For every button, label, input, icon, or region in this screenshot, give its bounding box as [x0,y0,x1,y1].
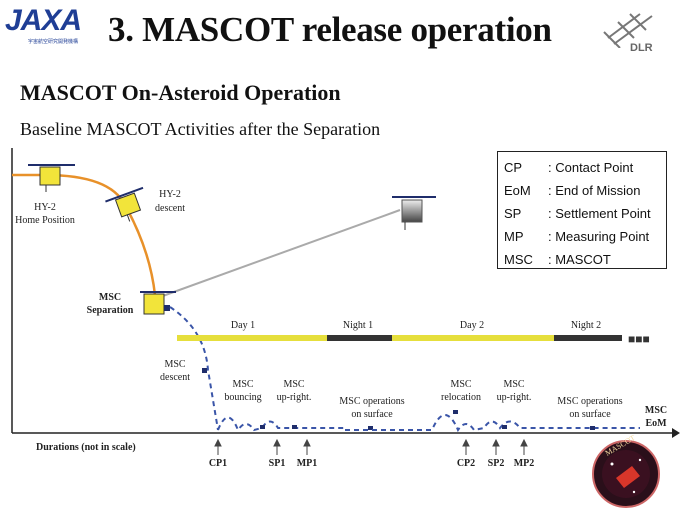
legend-key: MP [504,229,524,244]
bouncing-label-2: bouncing [224,392,261,403]
msc-sep-label-2: Separation [87,305,134,316]
mp2-label: MP2 [514,458,535,469]
hy2-descent-label-2: descent [155,203,185,214]
legend-desc: : End of Mission [548,183,641,198]
dlr-logo-icon [603,13,653,48]
cp1-label: CP1 [209,458,227,469]
night2-bar [554,335,622,341]
ops2-label-2: on surface [569,409,611,420]
time-axis-arrow [672,428,680,438]
upright1-label-1: MSC [283,379,304,390]
sp1-label: SP1 [269,458,286,469]
hy2-home-icon [28,164,75,192]
mascot-badge-icon [592,440,660,508]
legend-row: SP : Settlement Point [504,202,666,225]
legend-desc: : Contact Point [548,160,634,175]
legend-desc: : Measuring Point [548,229,650,244]
ops1-label-1: MSC operations [339,396,404,407]
hy2-home-label-1: HY-2 [34,202,56,213]
dlr-logo-text: DLR [630,42,653,54]
day2-bar [392,335,554,341]
msc-descent-label-1: MSC [164,359,185,370]
ops1-label-2: on surface [351,409,393,420]
upright1-label-2: up-right. [277,392,312,403]
day1-bar [177,335,327,341]
sp2-label: SP2 [488,458,505,469]
legend-desc: : MASCOT [548,252,611,267]
hy2-descent-label-1: HY-2 [159,189,181,200]
page-title: 3. MASCOT release operation [108,10,552,49]
hy2-far-icon [392,196,436,230]
ellipsis-text: ■■■ [628,332,650,346]
legend-row: MSC : MASCOT [504,248,666,271]
day2-label: Day 2 [460,320,484,331]
jaxa-logo: JAXA [5,4,82,37]
upright2-label-1: MSC [503,379,524,390]
legend-key: CP [504,160,523,175]
msc-descent-label-2: descent [160,372,190,383]
durations-label: Durations (not in scale) [36,442,136,453]
legend-row: MP : Measuring Point [504,225,666,248]
section-subheading: Baseline MASCOT Activities after the Sep… [20,119,381,139]
night1-label: Night 1 [343,320,373,331]
msc-descent-marker [202,368,207,373]
day1-label: Day 1 [231,320,255,331]
legend-row: CP : Contact Point [504,156,666,179]
legend-row: EoM : End of Mission [504,179,666,202]
hy2-home-label-2: Home Position [15,215,75,226]
legend-key: SP [504,206,522,221]
legend-key: EoM [504,183,531,198]
link-line [159,209,401,298]
msc-sep-label-1: MSC [99,292,121,303]
msc-surface-path [345,414,640,433]
upright2-label-2: up-right. [497,392,532,403]
night2-label: Night 2 [571,320,601,331]
msc-descent-path [169,306,219,431]
legend-box: CP : Contact Point EoM : End of Mission SP… [497,151,667,269]
relocation-label-2: relocation [441,392,481,403]
msc-separation-icon [140,291,176,315]
msc-bouncing-path [217,416,345,433]
mp1-label: MP1 [297,458,318,469]
section-heading: MASCOT On-Asteroid Operation [20,80,341,105]
bouncing-label-1: MSC [232,379,253,390]
eom-label-1: MSC [645,405,667,416]
legend-desc: : Settlement Point [548,206,651,221]
cp2-label: CP2 [457,458,475,469]
night1-bar [327,335,392,341]
hy2-descent-icon [105,186,144,222]
relocation-label-1: MSC [450,379,471,390]
eom-label-2: EoM [645,418,667,429]
ops2-label-1: MSC operations [557,396,622,407]
jaxa-logo-subtext: 宇宙航空研究開発機構 [28,39,79,45]
legend-key: MSC [504,252,533,267]
